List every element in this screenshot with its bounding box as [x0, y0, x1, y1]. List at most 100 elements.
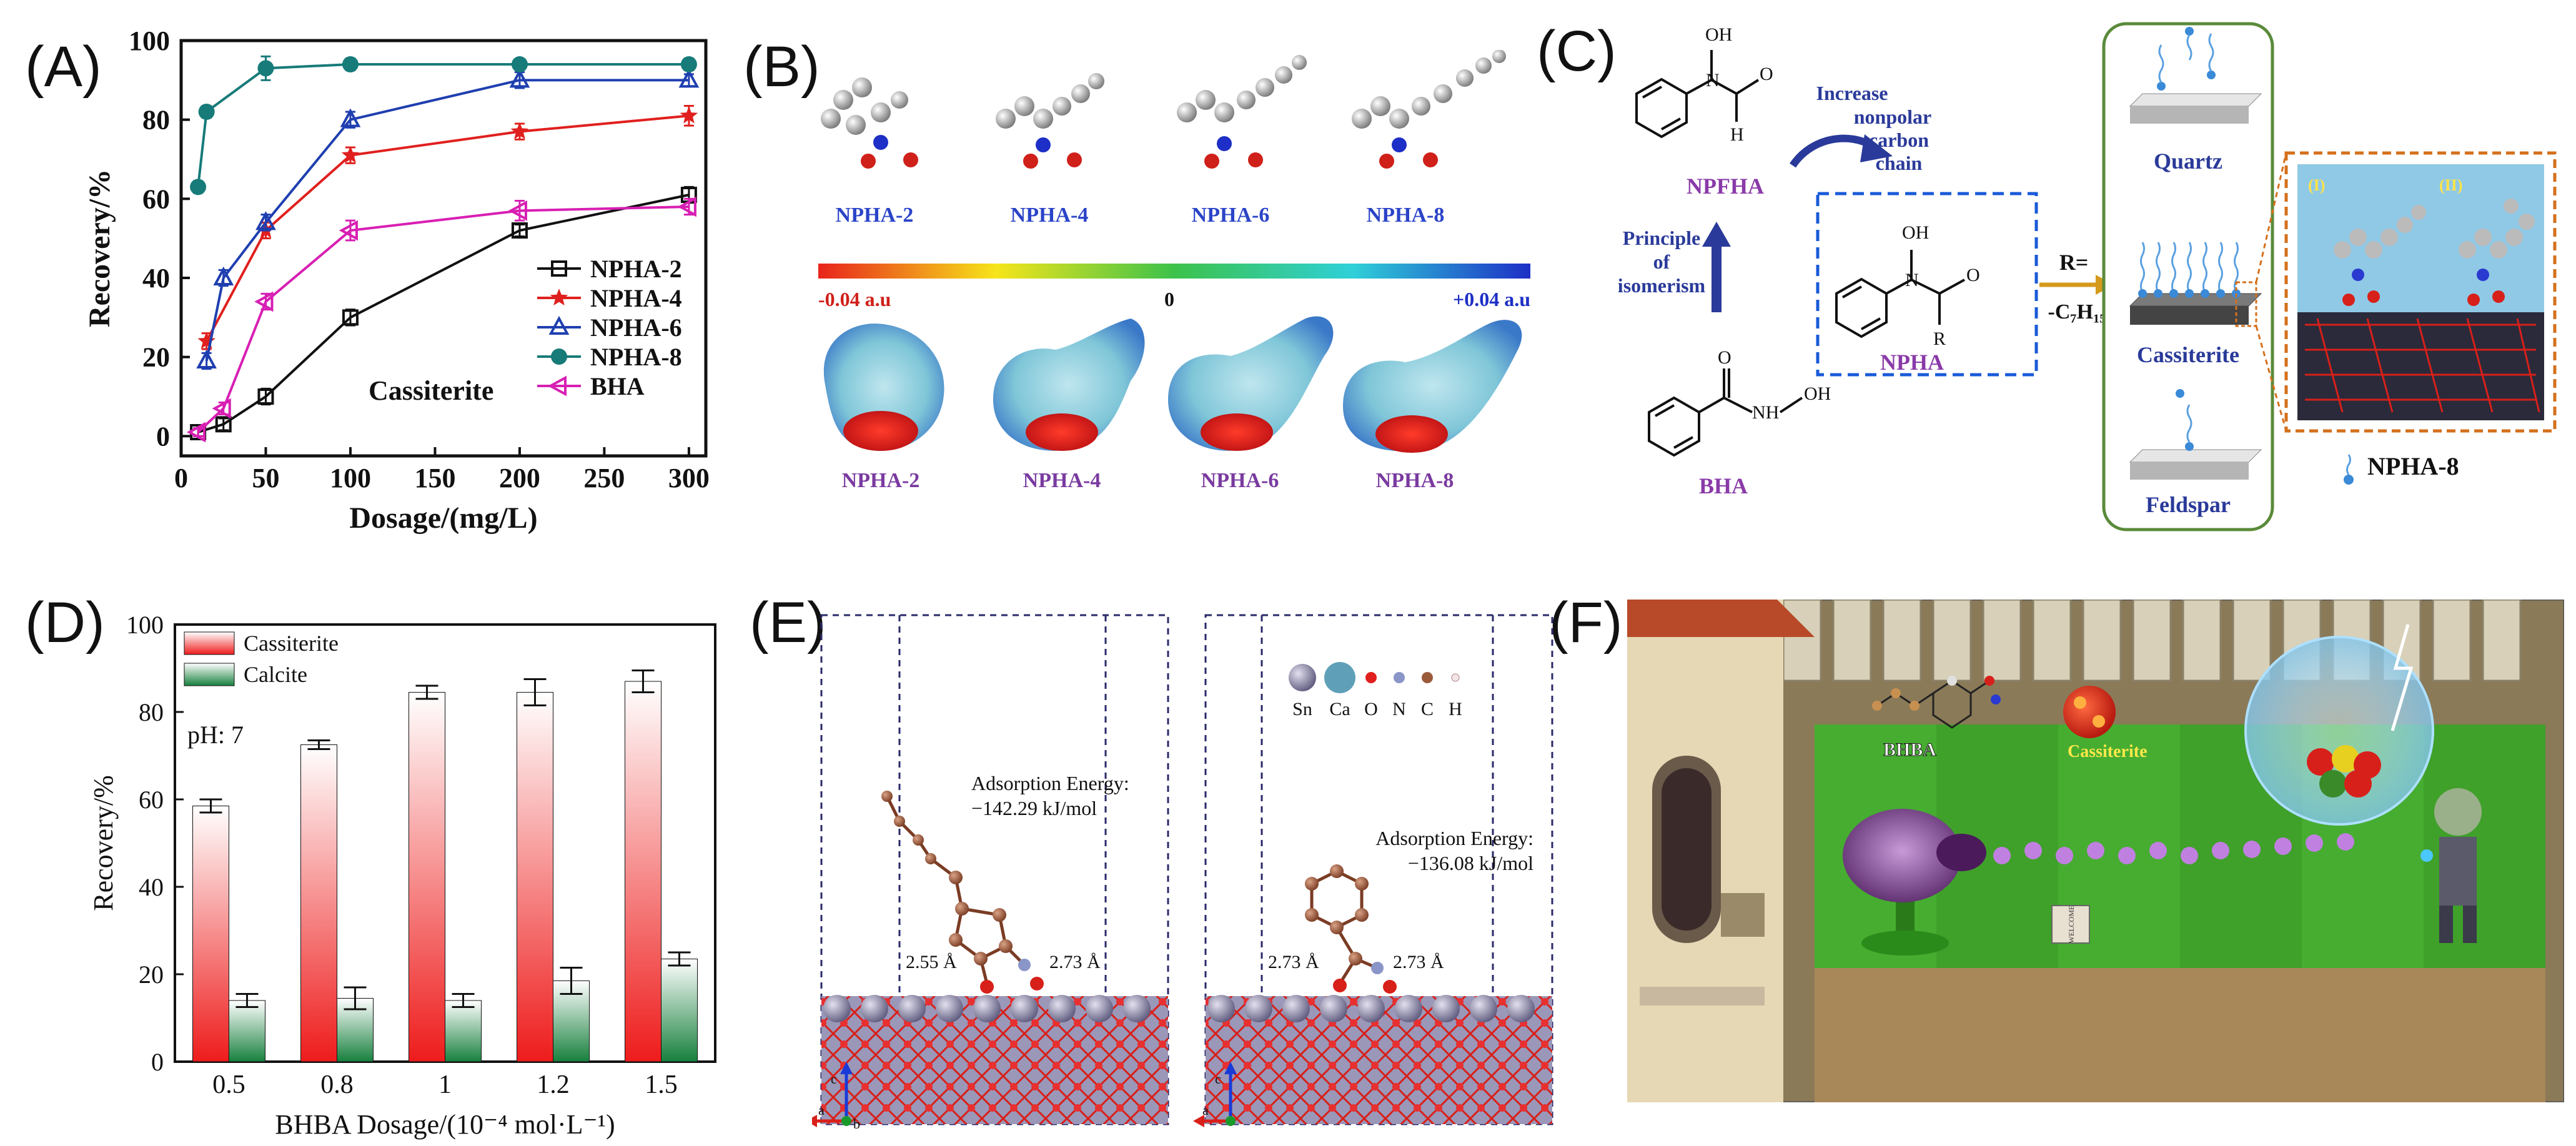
increase-arrow-head: [1860, 134, 1893, 162]
a-line-NPHA-6: [205, 79, 689, 362]
d-bar-Calcite: [229, 1000, 265, 1062]
esp-scale-min: -0.04 a.u: [818, 288, 891, 310]
f-lightning: [2390, 624, 2414, 731]
b-name-bottom-2: NPHA-4: [1023, 469, 1101, 492]
b-name-bottom-3: NPHA-6: [1201, 469, 1279, 492]
bha-oh-label: OH: [1804, 383, 1831, 404]
inset-lattice: [2305, 318, 2540, 413]
increase-text-1: Increase: [1816, 82, 1888, 104]
inset-molecule-1: [2334, 205, 2426, 306]
d-ytick-label-3: 60: [139, 786, 164, 814]
a-legend-marker: [551, 348, 567, 365]
a-line-NPHA-2: [197, 194, 690, 433]
a-ytick-label-4: 80: [142, 105, 170, 136]
a-point-NPHA-8: [190, 179, 207, 195]
e-legend-h: H: [1449, 699, 1462, 719]
a-point-BHA: [212, 398, 231, 419]
f-bhba-label: BHBA: [1883, 739, 1936, 760]
e-right-surface-row: [1207, 995, 1535, 1022]
b-name-bottom-4: NPHA-8: [1376, 469, 1454, 492]
a-point-NPHA-2: [257, 388, 274, 405]
inset-molecule-2: [2459, 199, 2535, 306]
a-legend-marker: [550, 289, 568, 306]
esp-surface-2: [993, 319, 1145, 451]
esp-scale-mid: 0: [1164, 288, 1174, 310]
panel-c-figure: OH N O H NPFHA Increase nonpolar carbon …: [1618, 22, 2557, 531]
a-ytick-label-2: 40: [142, 263, 170, 294]
a-point-NPHA-6: [340, 108, 361, 127]
d-legend-label-1: Calcite: [244, 662, 307, 687]
a-point-NPHA-6: [509, 69, 530, 88]
d-bar-Cassiterite: [409, 692, 445, 1062]
a-legend-marker: [547, 375, 567, 397]
a-ytick-label-3: 60: [142, 184, 170, 214]
npha8-legend-label: NPHA-8: [2367, 452, 2459, 480]
a-ytick-label-0: 0: [156, 421, 170, 452]
f-sign-text: WELCOME: [2067, 906, 2076, 944]
esp-scale-max: +0.04 a.u: [1453, 288, 1530, 310]
f-zombie: [2420, 788, 2482, 943]
f-house: [1627, 600, 1815, 1102]
a-legend-label-4: BHA: [590, 372, 645, 400]
d-bar-Cassiterite: [300, 744, 337, 1062]
a-xtick-label-3: 150: [414, 463, 455, 493]
quartz-slab: [2129, 27, 2262, 124]
inset-label-2: (II): [2439, 176, 2463, 194]
e-legend-o: O: [1364, 699, 1378, 719]
a-point-NPHA-4: [680, 106, 698, 124]
a-point-NPHA-2: [511, 222, 528, 239]
r-eq-label: R=: [2059, 250, 2089, 275]
feldspar-slab: [2129, 389, 2262, 480]
a-point-BHA: [186, 422, 206, 443]
a-point-NPHA-8: [198, 104, 215, 120]
e-axis-a-left: a: [818, 1102, 825, 1118]
a-point-NPHA-6: [255, 211, 276, 230]
d-xtick-label-1: 0.8: [320, 1070, 354, 1099]
a-legend-marker: [548, 315, 570, 335]
f-bubble: [2244, 636, 2434, 826]
d-ytick-label-1: 20: [139, 961, 164, 989]
e-right-energy-value: −136.08 kJ/mol: [1408, 852, 1533, 874]
d-legend-label-0: Cassiterite: [244, 631, 339, 656]
d-bar-Cassiterite: [192, 806, 229, 1062]
npha-structure: [1835, 250, 1965, 338]
f-fence: [1782, 600, 2522, 682]
a-legend-label-3: NPHA-8: [590, 343, 682, 371]
e-right-axes: c a: [1193, 1062, 1237, 1127]
a-point-NPHA-4: [197, 332, 215, 349]
a-point-NPHA-4: [341, 146, 360, 163]
molecule-ball-stick-2: [996, 73, 1104, 169]
d-xtick-label-3: 1.2: [537, 1070, 570, 1099]
panel-label-e: (E): [750, 591, 826, 655]
e-left-dist-1: 2.55 Å: [906, 952, 957, 972]
e-left-energy-value: −142.29 kJ/mol: [971, 797, 1097, 819]
b-name-top-3: NPHA-6: [1192, 204, 1270, 227]
a-series-NPHA-6: [196, 69, 700, 370]
a-point-NPHA-8: [257, 60, 274, 77]
a-point-BHA: [339, 220, 358, 241]
a-series-NPHA-8: [190, 55, 697, 195]
a-point-NPHA-6: [213, 266, 234, 285]
esp-surface-3: [1168, 316, 1334, 451]
principle-text-3: isomerism: [1618, 274, 1706, 297]
a-point-NPHA-2: [215, 416, 232, 433]
cassiterite-label: Cassiterite: [2137, 342, 2239, 367]
bha-structure: [1648, 368, 1803, 457]
panel-label-c: (C): [1537, 19, 1617, 83]
a-xtick-label-2: 100: [330, 463, 371, 493]
a-xtick-label-6: 300: [668, 463, 710, 493]
bha-o-label: O: [1718, 347, 1731, 368]
f-dirt: [1815, 968, 2545, 1102]
a-annotation: Cassiterite: [369, 375, 493, 406]
d-ytick-label-4: 80: [139, 698, 164, 726]
d-annotation: pH: 7: [187, 721, 244, 749]
e-right-dist-1: 2.73 Å: [1268, 952, 1319, 972]
d-bar-Calcite: [445, 1000, 482, 1062]
d-bar-Calcite: [661, 959, 698, 1062]
a-xtick-label-0: 0: [174, 463, 188, 493]
a-series-NPHA-2: [190, 185, 697, 440]
e-axis-c-right: c: [1215, 1071, 1221, 1087]
principle-arrow: [1712, 244, 1721, 312]
